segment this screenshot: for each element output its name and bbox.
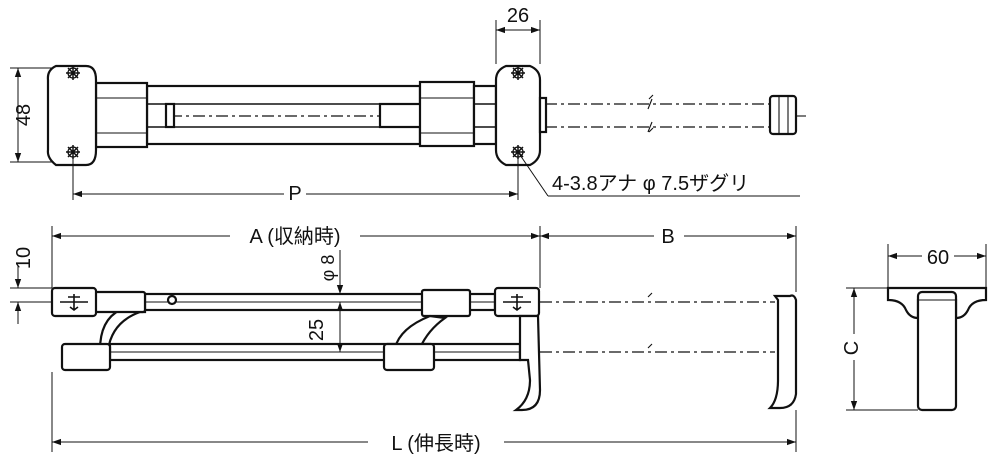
dim-label-phi8: φ 8 <box>318 255 338 282</box>
rail-outer <box>145 84 422 146</box>
dimension-48: 48 <box>10 67 54 163</box>
screw-icon <box>66 66 80 80</box>
end-stopper <box>768 94 806 136</box>
dimension-l: L (伸長時) <box>51 372 797 455</box>
dimension-25: 25 <box>306 302 344 352</box>
dimension-c: C <box>840 287 918 411</box>
screw-icon <box>66 145 80 159</box>
dim-label-l: L (伸長時) <box>391 432 480 455</box>
right-mount <box>493 286 542 412</box>
dimension-10: 10 <box>10 247 52 324</box>
hole-spec-label: 4-3.8アナ φ 7.5ザグリ <box>552 172 749 195</box>
right-bracket <box>494 64 548 167</box>
hole-spec-callout: 4-3.8アナ φ 7.5ザグリ <box>517 151 800 197</box>
side-body <box>916 290 958 412</box>
dimension-60: 60 <box>887 244 987 288</box>
dimension-b: B <box>540 222 797 292</box>
dim-label-48: 48 <box>13 104 35 126</box>
left-bracket <box>46 64 98 167</box>
dimension-a: A (収納時) <box>51 222 541 288</box>
top-view: 26 48 P 4-3.8アナ φ 7.5ザグリ <box>10 5 806 205</box>
screw-icon <box>511 66 525 80</box>
sliding-carriage <box>418 80 476 148</box>
dimension-26: 26 <box>495 5 541 64</box>
dim-label-p: P <box>288 183 301 205</box>
rod-collar <box>94 81 149 149</box>
dim-label-b: B <box>661 226 674 248</box>
dimension-phi8: φ 8 <box>318 250 344 294</box>
left-mount <box>50 286 98 318</box>
dim-label-60: 60 <box>927 247 949 269</box>
left-rod-end <box>60 342 112 372</box>
dim-label-10: 10 <box>13 247 35 269</box>
front-view: A (収納時) B 10 φ 8 25 <box>10 222 798 455</box>
extended-hook <box>767 294 798 410</box>
dimension-p: P <box>72 158 519 205</box>
carriage-upper <box>420 288 472 318</box>
dim-label-a: A (収納時) <box>249 225 340 248</box>
carriage-lower <box>382 342 436 372</box>
dim-label-25: 25 <box>306 319 328 341</box>
dim-label-c: C <box>841 341 863 355</box>
dim-label-26: 26 <box>507 5 529 27</box>
side-view: 60 C <box>840 244 988 412</box>
